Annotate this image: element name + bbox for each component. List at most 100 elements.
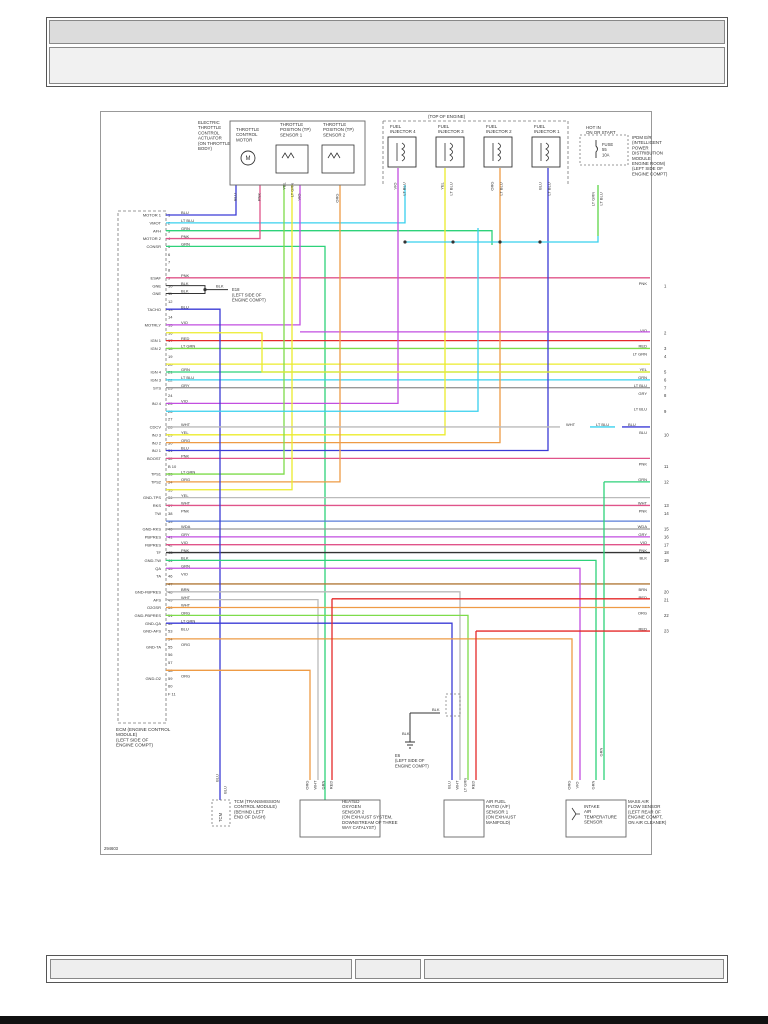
ipdm-label-line-7: ENGINE COMPT): [632, 171, 668, 176]
ecm-pin-name-14: MOTRLY: [145, 323, 162, 328]
motor-label-line-1: CONTROL: [236, 132, 258, 137]
wire-ta: [166, 567, 581, 780]
ecm-pin-name-43: TF: [156, 550, 161, 555]
vertical-wire-label-etca-2: YEL: [282, 181, 287, 189]
ecm-pin-number-26: 27: [168, 417, 173, 422]
header-band-subtitle: [49, 47, 725, 84]
wire-yel-loop: [166, 332, 650, 373]
motor-label-line-0: THROTTLE: [236, 127, 259, 132]
ecm-pin-wire-22: GRY: [181, 383, 190, 388]
motor-label-line-2: MOTOR: [236, 137, 252, 142]
right-ref-wire-9: LT BLU: [634, 406, 647, 411]
inj3-coil-symbol: [444, 142, 453, 162]
ipdm-label-line-1: (INTELLIGENT: [632, 140, 662, 145]
right-ref-number-4: 4: [664, 354, 667, 359]
ecm-pin-name-44: GND-TW: [145, 558, 162, 563]
ecm-pin-name-42: FBPRES: [145, 542, 161, 547]
ecm-label-line-3: ENGINE COMPT): [116, 743, 153, 748]
ecm-pin-wire-30: BLU: [181, 446, 189, 451]
ecm-pin-wire-31: PNK: [181, 454, 190, 459]
wire-gnd-ta: [166, 638, 573, 780]
ecm-pin-wire-43: PNK: [181, 548, 190, 553]
vertical-wire-label-tcm-1: BLU: [223, 786, 228, 794]
ho2s-label-line-1: OXYGEN: [342, 804, 361, 809]
wire-ltblu-ipdm: [166, 228, 479, 412]
ecm-pin-name-31: BOOST: [147, 456, 162, 461]
tps2-sensor-box: [321, 144, 355, 174]
ecm-pin-wire-44: BLK: [181, 556, 189, 561]
ecm-pin-name-30: INJ 1: [152, 448, 162, 453]
vertical-wire-label-inj-3: LT BLU: [449, 182, 454, 195]
hot-in-label-line-0: HOT IN: [586, 125, 601, 130]
vertical-wire-label-inj-0: VIO: [393, 183, 398, 190]
ecm-pin-number-59: 59: [168, 676, 173, 681]
iat-thermistor-symbol: [571, 807, 580, 821]
inj3-box: [435, 136, 465, 168]
inj1-box: [531, 136, 561, 168]
ecm-pin-number-53: 53: [168, 629, 173, 634]
right-ref-wire-10: BLU: [639, 430, 647, 435]
vertical-wire-label-ho2s-0: ORG: [305, 780, 310, 789]
af-shield-box: [445, 693, 461, 717]
e6-wire-label: BLK: [432, 707, 440, 712]
e18-label-line-0: E18: [232, 287, 240, 292]
ecm-pin-number-38: 38: [168, 511, 173, 516]
ecm-pin-name-40: GND-RKS: [143, 527, 162, 532]
iat-label-line-3: SENSOR: [584, 820, 603, 825]
ecm-pin-wire-16: RED: [181, 336, 190, 341]
ecm-pin-wire-53: BLU: [181, 626, 189, 631]
ecm-pin-name-21: IGN 3: [151, 377, 162, 382]
ecm-pin-name-16: IGN 1: [151, 338, 162, 343]
ecm-pin-wire-49: WHT: [181, 595, 191, 600]
wiring-diagram-frame: [100, 111, 652, 855]
right-ref-number-7: 7: [664, 385, 667, 390]
right-ref-number-19: 19: [664, 558, 669, 563]
ref10-label-ltblu: LT BLU: [596, 422, 609, 427]
right-ref-number-12: 12: [664, 480, 669, 485]
wire-afs: [166, 591, 461, 780]
tps2-label-line-0: THROTTLE: [323, 122, 346, 127]
ecm-pin-name-59: GND-O2: [145, 676, 161, 681]
ecm-pin-wire-38: PNK: [181, 509, 190, 514]
right-ref-number-17: 17: [664, 542, 669, 547]
right-ref-wire-14: PNK: [639, 509, 648, 514]
header-band-title: [49, 20, 725, 44]
wire-o2gsr: [166, 599, 319, 780]
right-ref-wire-1: PNK: [639, 281, 648, 286]
ipdm-label-line-6: (LEFT SIDE OF: [632, 166, 663, 171]
tcm-label-line-1: CONTROL MODULE): [234, 804, 277, 809]
ecm-pin-wire-27: WHT: [181, 422, 191, 427]
throttle-actuator-box: [229, 120, 366, 186]
ecm-pin-name-12: TACHO: [147, 307, 161, 312]
ho2s-box: [299, 799, 381, 838]
ecm-pin-name-52: GND-QA: [145, 621, 161, 626]
vertical-wire-label-inj-2: YEL: [440, 181, 445, 189]
ecm-pin-name-20: IGN 4: [151, 370, 162, 375]
tps1-sensor-box: [275, 144, 309, 174]
right-ref-number-9: 9: [664, 409, 667, 414]
right-ref-number-5: 5: [664, 370, 667, 375]
ecm-pin-wire-50: WHT: [181, 603, 191, 608]
ecm-pin-number-18: 19: [168, 354, 173, 359]
fuse-label-line-1: 55: [602, 147, 607, 152]
vertical-wire-label-ipdm-0: LT GRN: [591, 192, 596, 206]
right-ref-number-3: 3: [664, 346, 667, 351]
splice-dot-inj-1: [498, 240, 502, 244]
ho2s-label-line-4: DOWNSTREAM OF THREE: [342, 820, 398, 825]
right-ref-number-15: 15: [664, 527, 669, 532]
footer-cell-2: [355, 959, 421, 979]
ecm-pin-wire-37: WHT: [181, 501, 191, 506]
ecm-pin-number-46: 46: [168, 574, 173, 579]
inj4-box: [387, 136, 417, 168]
right-ref-number-22: 22: [664, 613, 669, 618]
tps1-label-line-2: SENSOR 1: [280, 132, 303, 137]
inj1-coil-symbol: [540, 142, 549, 162]
vertical-wire-label-maf-0: ORG: [567, 780, 572, 789]
wire-afh: [166, 230, 493, 245]
etca-label-line-1: THROTTLE: [198, 125, 221, 130]
ecm-pin-wire-34: ORG: [181, 477, 190, 482]
wire-consr: [166, 245, 326, 800]
wire-vmot: [166, 185, 406, 224]
inj4-label-line-1: INJECTOR 4: [390, 129, 416, 134]
